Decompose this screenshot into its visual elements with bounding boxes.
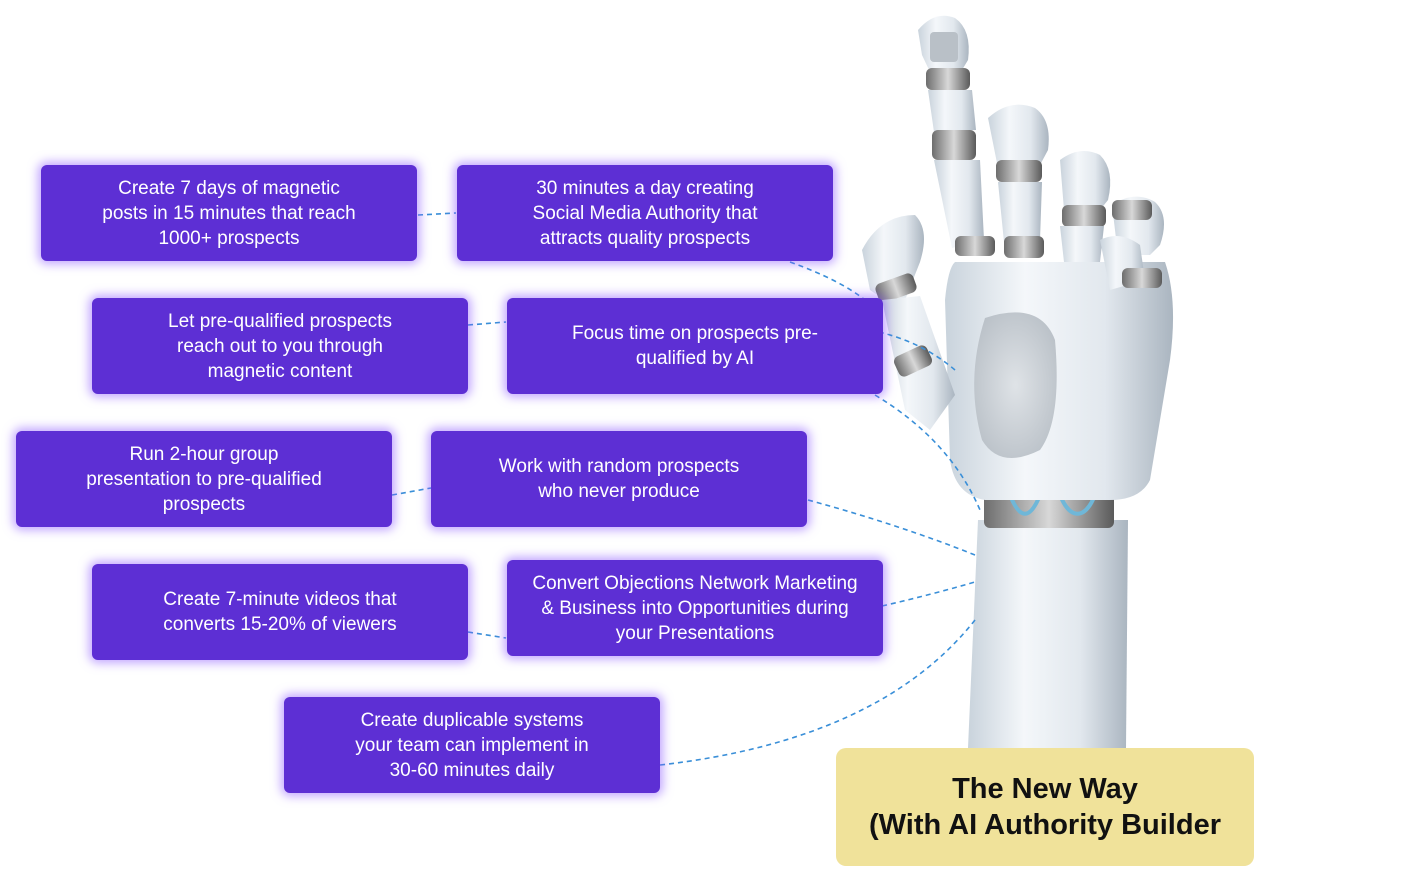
card-text-line: who never produce (538, 481, 700, 502)
connector-line (467, 321, 507, 326)
callout-subtitle: (With AI Authority Builder (869, 809, 1221, 841)
card-text-line: Work with random prospects (498, 456, 740, 477)
card-text-line: your team can implement in (355, 734, 589, 756)
connector-line (881, 581, 976, 607)
card-text-line: prospects (162, 493, 246, 515)
new-way-callout: The New Way (With AI Authority Builder (836, 748, 1254, 866)
benefit-card-videos: Create 7-minute videos that converts 15-… (92, 564, 468, 660)
callout-title: The New Way (952, 773, 1138, 805)
card-text-line: 1000+ prospects (158, 227, 300, 249)
benefit-card-focus-time: Focus time on prospects pre- qualified b… (507, 298, 883, 394)
card-text-line: converts 15-20% of viewers (163, 614, 397, 635)
card-text-line: Create duplicable systems (360, 709, 584, 731)
card-text-line: reach out to you through (177, 335, 383, 357)
connector-line (807, 499, 976, 556)
card-text-line: Create 7 days of magnetic (118, 177, 340, 199)
card-text-line: qualified by AI (635, 348, 755, 369)
card-text-line: Run 2-hour group (129, 443, 279, 465)
card-text-line: presentation to pre-qualified (86, 468, 322, 490)
benefit-card-magnetic-posts: Create 7 days of magnetic posts in 15 mi… (41, 165, 417, 261)
connector-line (874, 394, 981, 511)
benefit-card-random-prospects: Work with random prospects who never pro… (431, 431, 807, 527)
card-text-line: Create 7-minute videos that (163, 589, 397, 610)
card-text-line: magnetic content (207, 360, 353, 382)
connector-line (789, 261, 866, 301)
card-text-line: Social Media Authority that (532, 202, 758, 224)
card-text-line: 30-60 minutes daily (389, 759, 555, 781)
card-text-line: Let pre-qualified prospects (168, 310, 392, 332)
card-text-line: posts in 15 minutes that reach (102, 202, 356, 224)
benefit-card-convert-objections: Convert Objections Network Marketing & B… (507, 560, 883, 656)
benefit-card-duplicable-systems: Create duplicable systems your team can … (284, 697, 660, 793)
connector-line (659, 619, 976, 766)
benefit-card-social-authority: 30 minutes a day creating Social Media A… (457, 165, 833, 261)
benefit-card-group-presentation: Run 2-hour group presentation to pre-qua… (16, 431, 392, 527)
card-text-line: Convert Objections Network Marketing (532, 572, 858, 594)
card-text-line: your Presentations (615, 622, 775, 644)
card-text-line: Focus time on prospects pre- (571, 323, 819, 344)
connector-line (417, 212, 457, 216)
connector-line (391, 487, 432, 496)
card-text-line: & Business into Opportunities during (541, 597, 849, 619)
connector-line (467, 631, 507, 639)
card-text-line: 30 minutes a day creating (536, 177, 754, 199)
card-text-line: attracts quality prospects (539, 227, 751, 249)
benefit-card-prequalified-reach-out: Let pre-qualified prospects reach out to… (92, 298, 468, 394)
